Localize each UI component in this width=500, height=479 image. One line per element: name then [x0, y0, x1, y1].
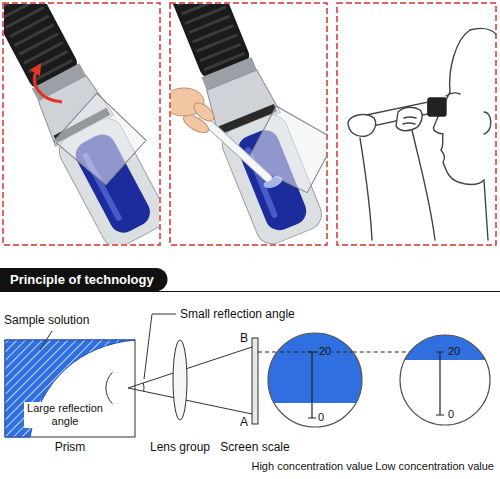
- part-label: Prism: [55, 440, 86, 454]
- fingers: [403, 117, 416, 124]
- hand: [396, 107, 422, 131]
- scale-line: [439, 352, 440, 415]
- caption: High concentration value: [251, 460, 372, 473]
- scale-tick: [308, 352, 316, 418]
- caption: Low concentration value: [375, 460, 494, 473]
- face-profile: [433, 30, 488, 240]
- open-lid-step: [4, 4, 159, 244]
- angle-arc: [143, 383, 145, 391]
- eyebrow: [446, 93, 460, 96]
- add-sample-step: [171, 4, 326, 244]
- section-banner: [0, 268, 168, 291]
- part-label: Lens group: [150, 440, 210, 454]
- scale-tick: [436, 352, 444, 415]
- pipette: [196, 112, 268, 178]
- part-label: Sample solution: [4, 313, 89, 327]
- scale-number: 20: [318, 345, 332, 358]
- ray-end-letter: B: [240, 331, 248, 345]
- arm: [360, 138, 372, 240]
- scale-circle: [399, 334, 491, 426]
- section-banner: [0, 268, 500, 292]
- ray-end-letter: A: [240, 415, 248, 429]
- ear: [484, 112, 491, 134]
- eyepiece: [428, 98, 446, 116]
- circle-outline: [268, 333, 362, 427]
- sample-solution: [5, 340, 135, 437]
- hand: [348, 115, 376, 137]
- pipette: [196, 112, 268, 178]
- scale-circle: [266, 331, 364, 429]
- circle-outline: [400, 335, 490, 425]
- rotate-arrow: [34, 68, 62, 102]
- scale-view: 200Low concentration value: [399, 334, 491, 426]
- open-lid-step: [4, 4, 159, 244]
- part-label: Small reflection angle: [180, 307, 295, 321]
- reference-line: [353, 352, 410, 353]
- scale-line: [311, 352, 312, 418]
- pipette: [196, 112, 268, 178]
- lens: [173, 340, 187, 420]
- cover-plate: [54, 93, 147, 186]
- leader-line: [144, 314, 176, 379]
- scale-view: 200High concentration value: [266, 331, 364, 429]
- hand: [171, 88, 217, 136]
- view-field: [400, 335, 490, 425]
- add-sample-step: [171, 4, 326, 244]
- leader-line: [40, 331, 52, 350]
- scale-number: 20: [448, 345, 460, 358]
- optics-schematic: [5, 314, 277, 437]
- reference-line: [258, 352, 277, 353]
- viewing-step: [348, 29, 496, 240]
- screen: [252, 338, 258, 424]
- scale-number: 0: [448, 408, 454, 421]
- section-banner: [0, 291, 500, 292]
- hand: [181, 112, 211, 136]
- part-label: Screen scale: [220, 440, 289, 454]
- cover-plate: [246, 106, 326, 194]
- refractometer: [4, 4, 159, 244]
- cover-plate: [54, 93, 147, 186]
- cover-plate: [246, 106, 326, 194]
- section-title: Principle of technology: [10, 272, 154, 287]
- dark-field: [266, 331, 364, 403]
- part-label: Large reflection angle: [24, 402, 106, 428]
- hair: [470, 29, 496, 44]
- angle-arc: [106, 372, 112, 403]
- scale-number: 0: [318, 411, 324, 424]
- prism: [5, 340, 135, 437]
- step-frame: [337, 3, 496, 245]
- dark-field: [399, 334, 491, 360]
- arm: [412, 130, 435, 240]
